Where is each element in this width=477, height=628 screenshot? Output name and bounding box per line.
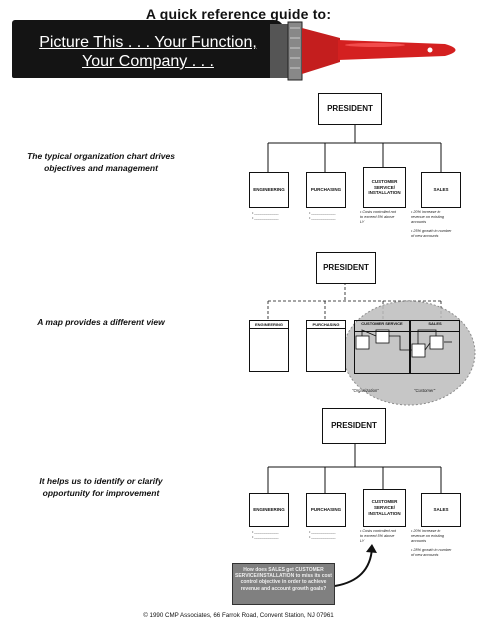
engineering-objectives: • ____________• ____________ (252, 210, 279, 220)
sales-note-3: accounts (411, 539, 427, 543)
dept-customer-service: CUSTOMER SERVICE/ INSTALLATION (363, 167, 406, 208)
banner-line-2: Your Company . . . (82, 53, 214, 70)
customer-service-objectives: • Costs controlled not to exceed 5% abov… (360, 529, 410, 544)
section3-caption-line1: It helps us to identify or clarify (39, 476, 163, 486)
organization-label: "Organization" (352, 388, 379, 393)
sales-note-2: revenue on existing (411, 534, 444, 538)
dept-customer-service-map (354, 320, 410, 374)
dept-engineering: ENGINEERING (249, 172, 289, 208)
sales-note-5: • 25% growth in number (411, 229, 452, 233)
sales-objectives: • 20% increase in revenue on existing ac… (411, 529, 469, 558)
dept-purchasing-map (306, 328, 346, 372)
section1-caption-line1: The typical organization chart drives (27, 151, 175, 161)
cs-note-3: LY (360, 220, 365, 224)
title-banner: Picture This . . . Your Function, Your C… (12, 20, 284, 78)
sales-note-3: accounts (411, 220, 427, 224)
cs-note-1: • Costs controlled not (360, 210, 396, 214)
sales-note-6: of new accounts (411, 553, 439, 557)
customer-label: "Customer" (414, 388, 436, 393)
sales-note-5: • 28% growth in number (411, 548, 452, 552)
section1-caption: The typical organization chart drives ob… (10, 150, 192, 174)
paintbrush-icon (270, 21, 456, 81)
dept-engineering-map (249, 328, 289, 372)
dept-sales: SALES (421, 493, 461, 527)
dept-sales: SALES (421, 172, 461, 208)
copyright-footer: © 1990 CMP Associates, 66 Farrok Road, C… (143, 612, 334, 619)
banner-line-1: Picture This . . . Your Function, (39, 34, 257, 51)
sales-objectives: • 20% increase in revenue on existing ac… (411, 210, 469, 239)
sales-note-1: • 20% increase in (411, 529, 441, 533)
dept-purchasing: PURCHASING (306, 493, 346, 527)
dept-sales-map (410, 320, 460, 374)
purchasing-objectives: • ____________• ____________ (309, 529, 336, 539)
engineering-objectives: • ____________• ____________ (252, 529, 279, 539)
cs-note-2: to exceed 5% above (360, 215, 395, 219)
section2-caption: A map provides a different view (37, 317, 165, 327)
president-box: PRESIDENT (318, 93, 382, 125)
dept-purchasing: PURCHASING (306, 172, 346, 208)
sales-note-6: of new accounts (411, 234, 439, 238)
sales-note-1: • 20% increase in (411, 210, 441, 214)
cs-note-1: • Costs controlled not (360, 529, 396, 533)
purchasing-objectives: • ____________• ____________ (309, 210, 336, 220)
cs-note-3: LY (360, 539, 365, 543)
question-callout: How does SALES get CUSTOMER SERVICE/INST… (232, 563, 335, 605)
customer-service-objectives: • Costs controlled not to exceed 5% abov… (360, 210, 410, 225)
guide-title: A quick reference guide to: (145, 6, 332, 22)
section3-caption: It helps us to identify or clarify oppor… (10, 475, 192, 499)
president-box: PRESIDENT (316, 252, 376, 284)
section1-caption-line2: objectives and management (44, 163, 158, 173)
cs-note-2: to exceed 5% above (360, 534, 395, 538)
sales-note-2: revenue on existing (411, 215, 444, 219)
president-box: PRESIDENT (322, 408, 386, 444)
dept-customer-service: CUSTOMER SERVICE/ INSTALLATION (363, 489, 406, 527)
dept-engineering: ENGINEERING (249, 493, 289, 527)
section3-caption-line2: opportunity for improvement (42, 488, 160, 498)
